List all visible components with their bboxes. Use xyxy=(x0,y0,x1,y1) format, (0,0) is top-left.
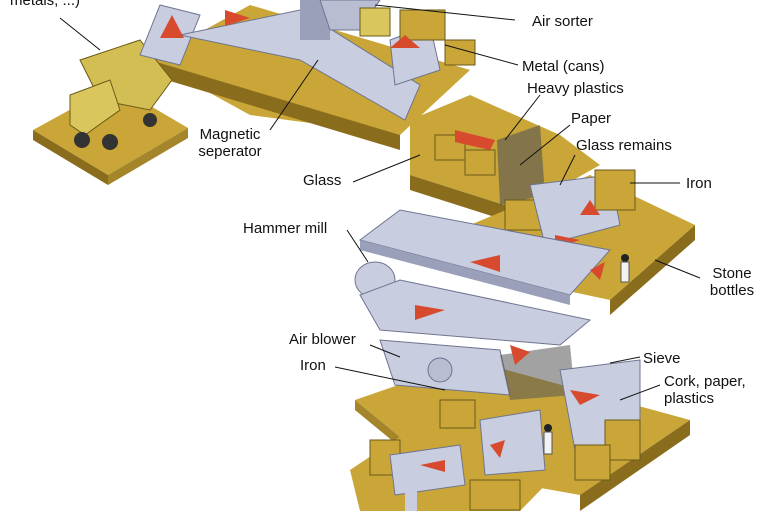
lower-platform-side xyxy=(580,420,690,511)
label-stone-bottles: Stone bottles xyxy=(709,265,755,299)
machinery-top xyxy=(139,0,476,121)
machinery-hammer-mill xyxy=(354,209,611,346)
label-heavy-plastics: Heavy plastics xyxy=(527,80,624,97)
label-metals-in: metals, ...) xyxy=(10,0,81,9)
workers xyxy=(543,254,630,455)
machinery-bottom xyxy=(369,439,521,511)
top-platform-side xyxy=(150,60,400,150)
label-metal-cans: Metal (cans) xyxy=(522,58,605,75)
label-iron-top: Iron xyxy=(686,175,712,192)
right-platform-side xyxy=(610,225,695,315)
machinery-mid xyxy=(434,125,636,248)
leader-lines xyxy=(59,4,701,401)
label-air-blower: Air blower xyxy=(289,331,356,348)
label-iron-bottom: Iron xyxy=(300,357,326,374)
label-glass: Glass xyxy=(303,172,342,189)
label-hammer-mill: Hammer mill xyxy=(243,220,328,237)
mid-platform-side xyxy=(410,175,520,225)
truck-platform-side xyxy=(33,130,108,185)
label-glass-remains: Glass remains xyxy=(576,137,672,154)
label-cork-paper-plastics: Cork, paper, plastics xyxy=(664,373,746,407)
machinery-lower xyxy=(379,339,641,481)
label-sieve: Sieve xyxy=(643,350,681,367)
truck-platform-side2 xyxy=(108,128,188,185)
label-paper: Paper xyxy=(571,110,612,127)
label-air-sorter: Air sorter xyxy=(532,13,593,30)
label-magnetic-separator: Magnetic seperator xyxy=(198,126,262,160)
